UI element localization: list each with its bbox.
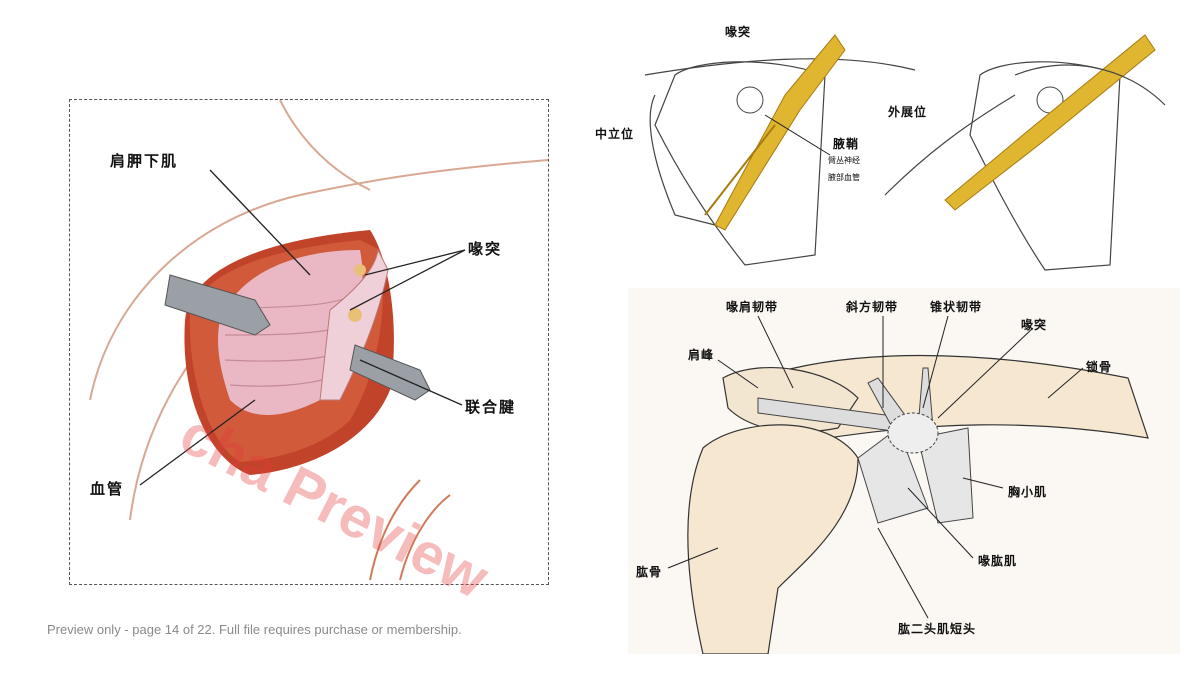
label-coracoacromial-ligament: 喙肩韧带 bbox=[726, 300, 779, 314]
label-conoid-ligament: 锥状韧带 bbox=[930, 300, 983, 314]
label-acromion: 肩峰 bbox=[688, 348, 715, 362]
preview-footer-text: Preview only - page 14 of 22. Full file … bbox=[47, 622, 462, 637]
label-axillary-vessels: 腋部血管 bbox=[828, 173, 860, 182]
label-vessels: 血管 bbox=[90, 480, 125, 498]
label-subscapularis: 肩胛下肌 bbox=[110, 152, 179, 170]
label-pectoralis-minor: 胸小肌 bbox=[1008, 485, 1048, 499]
label-abduction-position: 外展位 bbox=[888, 105, 928, 119]
ligament-drawing bbox=[667, 315, 1149, 654]
label-clavicle: 锁骨 bbox=[1086, 360, 1113, 374]
label-biceps-short-head: 肱二头肌短头 bbox=[898, 622, 977, 636]
label-trapezoid-ligament: 斜方韧带 bbox=[846, 300, 899, 314]
arm-position-drawing bbox=[644, 34, 1166, 271]
surgery-illustration: 肩胛下肌 喙突 联合腱 血管 bbox=[69, 99, 549, 585]
surgery-drawing bbox=[89, 100, 548, 581]
label-conjoint-tendon: 联合腱 bbox=[465, 398, 517, 416]
label-coracobrachialis: 喙肱肌 bbox=[978, 554, 1018, 568]
label-neutral-position: 中立位 bbox=[595, 127, 635, 141]
ligament-illustration: 喙肩韧带 斜方韧带 锥状韧带 喙突 肩峰 锁骨 胸小肌 喙肱肌 肱骨 肱二头肌短… bbox=[628, 288, 1180, 654]
label-coracoid-bottom: 喙突 bbox=[1021, 318, 1048, 332]
label-axillary-sheath: 腋鞘 bbox=[833, 137, 860, 151]
label-coracoid-top: 喙突 bbox=[725, 25, 752, 39]
arm-position-illustration: 喙突 中立位 外展位 腋鞘 臂丛神经 腋部血管 bbox=[585, 15, 1180, 275]
label-humerus: 肱骨 bbox=[636, 565, 663, 579]
label-brachial-plexus: 臂丛神经 bbox=[828, 156, 860, 165]
label-coracoid: 喙突 bbox=[468, 240, 503, 258]
